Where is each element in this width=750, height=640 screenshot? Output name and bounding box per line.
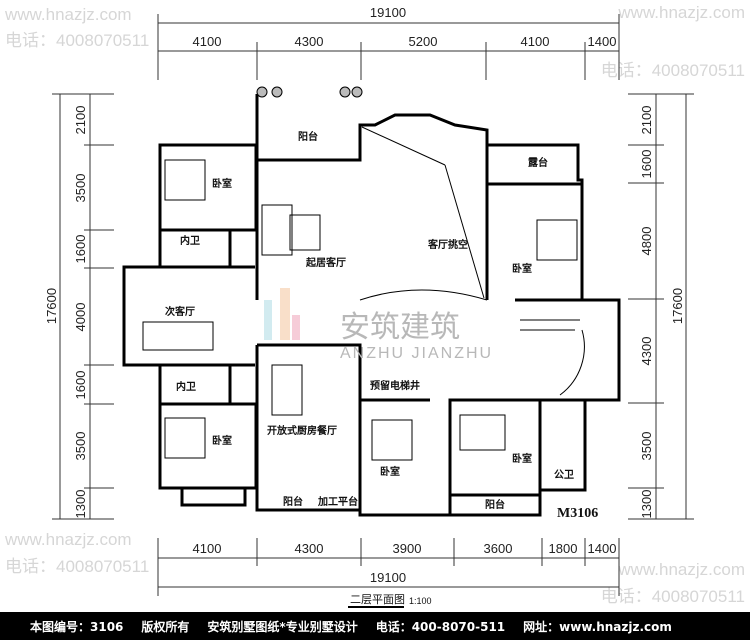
- svg-text:1600: 1600: [639, 150, 654, 179]
- svg-text:安筑建筑: 安筑建筑: [340, 310, 460, 345]
- dimension-labels: 19100 4100 4300 5200 4100 1400 4100 4300…: [44, 5, 685, 585]
- svg-text:1300: 1300: [73, 490, 88, 519]
- room-bedroom-sw: 卧室: [212, 434, 232, 447]
- floor-plan-drawing: www.hnazjz.com 电话：4008070511 www.hnazjz.…: [4, 3, 745, 608]
- plan-title: 二层平面图 1:100: [348, 593, 432, 608]
- footer-code: 本图编号：3106: [30, 619, 124, 634]
- room-bath-upper: 内卫: [180, 234, 200, 247]
- svg-text:1400: 1400: [588, 34, 617, 49]
- svg-text:1600: 1600: [73, 371, 88, 400]
- svg-text:4300: 4300: [295, 541, 324, 556]
- room-public-bath: 公卫: [554, 469, 574, 481]
- svg-text:17600: 17600: [44, 288, 59, 324]
- svg-text:电话：4008070511: 电话：4008070511: [5, 31, 149, 50]
- svg-text:4000: 4000: [73, 303, 88, 332]
- dimension-lines: [52, 14, 694, 596]
- svg-text:3500: 3500: [639, 432, 654, 461]
- svg-text:3500: 3500: [73, 174, 88, 203]
- svg-text:4100: 4100: [193, 34, 222, 49]
- room-bedroom-s2: 卧室: [512, 452, 532, 465]
- svg-text:1300: 1300: [639, 490, 654, 519]
- room-balcony-top: 阳台: [298, 130, 318, 143]
- footer-slogan: 安筑别墅图纸*专业别墅设计: [207, 619, 358, 634]
- footer-website: 网址：www.hnazjz.com: [523, 619, 672, 634]
- room-kitchen: 开放式厨房餐厅: [267, 424, 337, 437]
- svg-text:3500: 3500: [73, 432, 88, 461]
- svg-text:3600: 3600: [484, 541, 513, 556]
- svg-text:4300: 4300: [295, 34, 324, 49]
- svg-text:电话：4008070511: 电话：4008070511: [601, 587, 745, 606]
- room-work-platform: 加工平台: [317, 495, 358, 508]
- room-living-upper: 起居客厅: [305, 256, 346, 269]
- room-terrace: 露台: [528, 156, 548, 169]
- svg-text:www.hnazjz.com: www.hnazjz.com: [617, 3, 745, 22]
- svg-text:1800: 1800: [549, 541, 578, 556]
- svg-text:4300: 4300: [639, 337, 654, 366]
- room-labels: 阳台 卧室 内卫 起居客厅 客厅挑空 露台 卧室 次客厅 内卫 卧室 开放式厨房…: [165, 130, 598, 521]
- svg-text:1400: 1400: [588, 541, 617, 556]
- svg-text:2100: 2100: [73, 106, 88, 135]
- room-bath-lower: 内卫: [176, 380, 196, 393]
- svg-text:19100: 19100: [370, 5, 406, 20]
- svg-text:5200: 5200: [409, 34, 438, 49]
- svg-text:www.hnazjz.com: www.hnazjz.com: [617, 560, 745, 579]
- room-void: 客厅挑空: [427, 238, 468, 251]
- svg-text:1600: 1600: [73, 235, 88, 264]
- room-second-living: 次客厅: [165, 305, 195, 318]
- svg-text:电话：4008070511: 电话：4008070511: [5, 557, 149, 576]
- svg-text:17600: 17600: [670, 288, 685, 324]
- footer-phone: 电话：400-8070-511: [375, 619, 506, 634]
- svg-text:ANZHU JIANZHU: ANZHU JIANZHU: [340, 345, 493, 362]
- footer-copyright: 版权所有: [141, 619, 190, 634]
- anzhu-logo-watermark: 安筑建筑 ANZHU JIANZHU: [264, 288, 493, 362]
- svg-text:www.hnazjz.com: www.hnazjz.com: [4, 5, 132, 24]
- thin-lines: [142, 86, 585, 461]
- room-elevator: 预留电梯井: [370, 379, 420, 392]
- svg-text:4100: 4100: [521, 34, 550, 49]
- svg-text:3900: 3900: [393, 541, 422, 556]
- svg-text:电话：4008070511: 电话：4008070511: [601, 61, 745, 80]
- room-bedroom-nw: 卧室: [212, 177, 232, 190]
- svg-text:2100: 2100: [639, 106, 654, 135]
- svg-text:19100: 19100: [370, 570, 406, 585]
- footer-bar: 本图编号：3106 版权所有 安筑别墅图纸*专业别墅设计 电话：400-8070…: [0, 612, 750, 640]
- svg-text:4100: 4100: [193, 541, 222, 556]
- room-balcony-s1: 阳台: [283, 495, 303, 508]
- svg-text:1:100: 1:100: [409, 596, 432, 606]
- svg-text:二层平面图: 二层平面图: [350, 593, 405, 606]
- svg-text:4800: 4800: [639, 227, 654, 256]
- walls: [122, 94, 621, 517]
- room-balcony-s2: 阳台: [485, 498, 505, 511]
- svg-text:www.hnazjz.com: www.hnazjz.com: [4, 530, 132, 549]
- plan-code: M3106: [557, 506, 598, 521]
- room-bedroom-s1: 卧室: [380, 465, 400, 478]
- room-bedroom-ne: 卧室: [512, 262, 532, 275]
- watermark-pattern: www.hnazjz.com 电话：4008070511 www.hnazjz.…: [4, 3, 745, 606]
